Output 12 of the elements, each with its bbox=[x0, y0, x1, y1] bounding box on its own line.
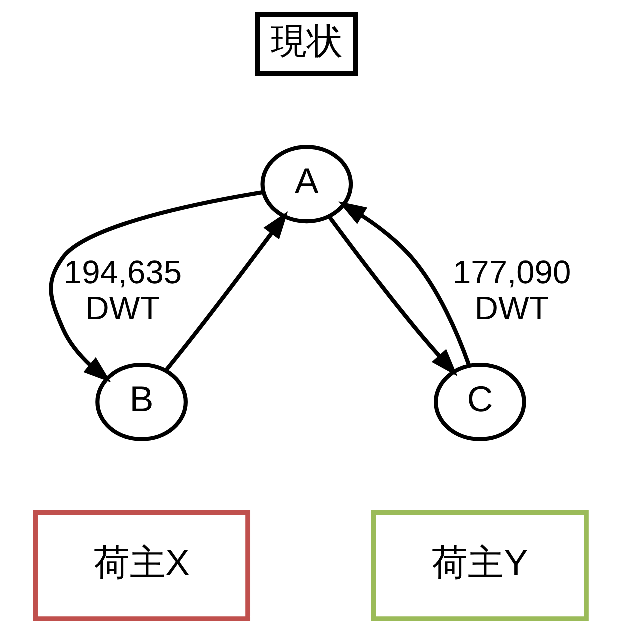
arrow bbox=[328, 216, 458, 376]
edge-label: 194,635 DWT bbox=[64, 253, 182, 326]
node-ellipse: A bbox=[260, 145, 354, 224]
edge-label: 177,090 DWT bbox=[452, 253, 572, 326]
node-box: 現状 bbox=[255, 12, 358, 76]
arrow bbox=[49, 190, 264, 383]
node-box: 荷主Y bbox=[371, 510, 589, 622]
node-box: 荷主X bbox=[33, 510, 251, 622]
arrow bbox=[164, 211, 288, 372]
node-ellipse: C bbox=[434, 362, 526, 442]
arrow bbox=[338, 202, 472, 367]
node-ellipse: B bbox=[96, 362, 188, 442]
